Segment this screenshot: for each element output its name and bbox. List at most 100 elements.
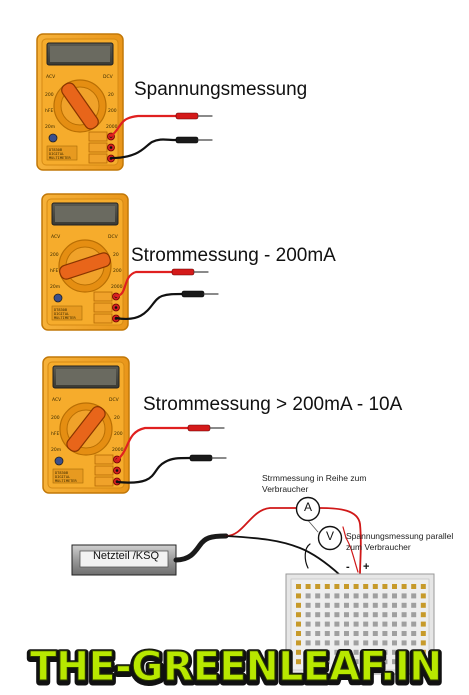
perfboard-pad [344,631,349,636]
perfboard-pad [296,612,301,618]
perfboard-pad [344,602,349,608]
perfboard-pad [296,621,301,627]
ammeter-symbol-circle [295,496,321,522]
perfboard-pad [296,659,301,665]
perfboard-pad [334,621,340,627]
perfboard-pad [344,593,349,599]
perfboard-pad [372,621,378,627]
perfboard-pad [305,584,311,589]
perfboard-pad [305,612,311,618]
perfboard-pad [420,649,426,655]
perfboard-pad [420,612,426,618]
perfboard-pad [411,584,417,589]
plus-terminal-label: + [363,561,370,573]
perfboard-pad [392,649,397,655]
minus-terminal-label: - [346,561,350,573]
perfboard-pad [401,621,407,627]
perfboard-pad [392,584,397,589]
perfboard-pad [401,612,407,618]
perfboard-pad [372,593,378,599]
perfboard-pad [363,649,369,655]
perfboard-pad [372,584,378,589]
perfboard-pad [324,612,330,618]
perfboard-pad [363,584,369,589]
perfboard-pad [315,631,321,636]
perfboard-pad [420,593,426,599]
perfboard-pad [296,593,301,599]
perfboard-pad [392,631,397,636]
label-series-measurement: Strmmessung in Reihe zum Verbraucher [262,473,367,494]
multimeter-current-200ma [41,193,129,331]
perfboard-pad [382,593,388,599]
perfboard-pad [324,621,330,627]
perfboard-pad [363,640,369,646]
perfboard-pad [392,621,397,627]
perfboard-pad [401,640,407,646]
perfboard-pad [420,584,426,589]
perfboard-pad [344,584,349,589]
perfboard-pad [305,649,311,655]
perfboard-pad [315,621,321,627]
perfboard-pad [420,631,426,636]
perfboard-pad [315,612,321,618]
perfboard-pad [353,602,359,608]
perfboard-pad [372,649,378,655]
perfboard-pad [305,593,311,599]
perfboard-pad [353,593,359,599]
perfboard-pad [324,602,330,608]
perfboard-pad [372,659,378,665]
perfboard-pad [382,612,388,618]
perfboard-pad [324,640,330,646]
perfboard-pad [411,621,417,627]
perfboard-pad [296,584,301,589]
perfboard-pad [305,602,311,608]
multimeter-current-10a [42,356,130,494]
perfboard-pad [382,659,388,665]
perfboard-pad [334,612,340,618]
perfboard-pad [363,621,369,627]
perfboard-pad [411,593,417,599]
perfboard-pad [411,649,417,655]
perfboard-pad [324,649,330,655]
perfboard-pad [344,621,349,627]
voltmeter-symbol-label: V [325,529,334,543]
svg-text:THE-GREENLEAF.IN: THE-GREENLEAF.IN [30,646,442,692]
power-supply-box [71,544,177,576]
perfboard-pad [344,659,349,665]
perfboard-pad [296,631,301,636]
selector-knob [61,82,99,130]
perfboard-pad [315,584,321,589]
perfboard-pad [420,640,426,646]
perfboard-pad [334,631,340,636]
probe-leads-current-10a [115,424,227,484]
perfboard-pad [411,640,417,646]
perfboard-pad [372,631,378,636]
perfboard-pad [363,631,369,636]
perfboard-pad [411,602,417,608]
label-voltage-measurement: Spannungsmessung [134,79,308,100]
power-supply-label: Netzteil /KSQ [92,550,160,562]
perfboard-pad [315,602,321,608]
perfboard-pad [392,612,397,618]
perfboard-pad [305,631,311,636]
perfboard-pad [392,640,397,646]
perfboard-pad [353,649,359,655]
circuit-wires [225,507,362,576]
perfboard-pad [420,621,426,627]
perfboard-pad [401,659,407,665]
label-current-200ma: Strommessung - 200mA [131,245,336,266]
perfboard-pad [353,640,359,646]
multimeter-voltage [36,33,124,171]
perfboard-pad [353,659,359,665]
perfboard-pad [411,659,417,665]
label-parallel-measurement: Spannungsmessung parallel zum Verbrauche… [346,531,454,552]
perfboard-pad [411,631,417,636]
perfboard-pad [401,593,407,599]
perfboard-pad [363,593,369,599]
perfboard-pad [305,659,311,665]
perfboard-pad [353,631,359,636]
perfboard-pad [296,602,301,608]
perfboard-pad [363,612,369,618]
perfboard-pad [315,593,321,599]
